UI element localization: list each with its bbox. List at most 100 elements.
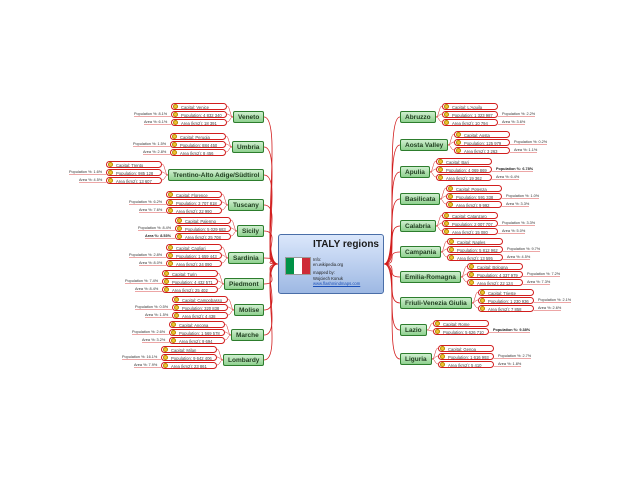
pill-text: Area (km2): 18 391 (181, 120, 217, 126)
info-pill: Capital: Trieste (478, 288, 534, 296)
stat-label: Population %: 2.2% (502, 111, 536, 116)
info-icon (438, 159, 443, 164)
stat-label: Area %: 4.5% (79, 177, 103, 182)
info-pill: Capital: Palermo (175, 216, 231, 224)
info-pill: Capital: Bologna (467, 262, 523, 270)
info-icon (449, 247, 454, 252)
pill-text: Capital: Genoa (448, 346, 476, 352)
info-pill: Area (km2): 15 080 (442, 227, 498, 235)
pill-text: Capital: Trento (116, 162, 144, 168)
info-pill: Area (km2): 24 090 (166, 259, 222, 267)
info-icon (174, 305, 179, 310)
info-icon (108, 178, 113, 183)
stat-label: Population %: 6.78% (496, 166, 534, 171)
pill-connector (431, 358, 439, 365)
pill-connector (429, 171, 437, 178)
region-node-friuli-venezia-giulia[interactable]: Friuli-Venezia Giulia (400, 297, 472, 309)
pill-connector (217, 283, 225, 290)
info-icon (440, 362, 445, 367)
info-pill: Area (km2): 10 794 (442, 118, 498, 126)
info-icon (480, 290, 485, 295)
stat-label: Population %: 2.6% (132, 329, 166, 334)
region-node-molise[interactable]: Molise (234, 304, 265, 316)
info-pill: Capital: Genoa (438, 344, 494, 352)
pill-text: Capital: L'Aquila (452, 104, 483, 110)
pill-text: Area (km2): 3 263 (464, 148, 498, 154)
info-pill: Area (km2): 18 391 (171, 118, 227, 126)
stat-label: Population %: 16.1% (122, 354, 158, 359)
region-node-abruzzo[interactable]: Abruzzo (400, 111, 436, 123)
stat-label: Population %: 7.4% (125, 278, 159, 283)
pill-text: Area (km2): 22 990 (176, 208, 212, 214)
region-node-emilia-romagna[interactable]: Emilia-Romagna (400, 271, 461, 283)
branch-line (383, 225, 401, 265)
info-icon (444, 120, 449, 125)
central-title: ITALY regions (313, 239, 379, 250)
info-icon (456, 132, 461, 137)
region-node-lazio[interactable]: Lazio (400, 324, 427, 336)
info-icon (177, 234, 182, 239)
info-icon (163, 363, 168, 368)
pill-text: Population: 125 979 (464, 140, 502, 146)
info-pill: Capital: Naples (447, 237, 503, 245)
flag-red-stripe (302, 258, 310, 274)
pill-connector (471, 302, 479, 309)
region-node-piedmont[interactable]: Piedmont (224, 278, 264, 290)
info-icon (168, 192, 173, 197)
region-node-umbria[interactable]: Umbria (232, 141, 265, 153)
pill-text: Area (km2): 24 090 (176, 261, 212, 267)
pill-text: Area (km2): 9 992 (456, 202, 490, 208)
stat-label: Area %: 1.1% (514, 147, 538, 152)
pill-text: Population: 1 323 987 (452, 112, 493, 118)
info-icon (168, 253, 173, 258)
info-icon (108, 170, 113, 175)
info-pill: Area (km2): 25 402 (162, 285, 218, 293)
region-node-aosta-valley[interactable]: Aosta Valley (400, 139, 449, 151)
region-node-sardinia[interactable]: Sardinia (228, 252, 264, 264)
info-icon (108, 162, 113, 167)
info-pill: Capital: Perugia (170, 132, 226, 140)
region-node-apulia[interactable]: Apulia (400, 166, 430, 178)
stat-label: Population %: 2.8% (129, 252, 163, 257)
pill-connector (221, 257, 229, 264)
pill-text: Area (km2): 22 124 (477, 280, 513, 286)
branch-line (263, 230, 279, 265)
region-node-veneto[interactable]: Veneto (233, 111, 265, 123)
stat-label: Area %: 3.6% (502, 119, 526, 124)
region-node-lombardy[interactable]: Lombardy (223, 354, 265, 366)
info-icon (438, 175, 443, 180)
info-pill: Area (km2): 22 124 (467, 278, 523, 286)
central-node[interactable]: ITALY regions Info: en.wikipedia.org map… (278, 234, 384, 294)
info-icon (456, 140, 461, 145)
region-node-trentino-alto-adige-s-dtirol[interactable]: Trentino-Alto Adige/Südtirol (168, 169, 265, 181)
region-node-sicily[interactable]: Sicily (237, 225, 264, 237)
pill-connector (224, 334, 232, 341)
info-icon (444, 221, 449, 226)
branch-line (263, 263, 279, 311)
pill-connector (230, 230, 238, 237)
info-pill: Area (km2): 25 708 (175, 232, 231, 240)
region-node-marche[interactable]: Marche (231, 329, 264, 341)
pill-text: Population: 884 450 (180, 142, 218, 148)
author-link[interactable]: www.flashmindmaps.com (313, 280, 361, 286)
info-pill: Capital: Catanzaro (442, 211, 498, 219)
info-icon (444, 112, 449, 117)
info-icon (448, 202, 453, 207)
info-icon (435, 329, 440, 334)
info-icon (174, 313, 179, 318)
info-icon (173, 112, 178, 117)
pill-text: Capital: Potenza (456, 186, 487, 192)
pill-connector (435, 116, 443, 123)
stat-label: Population %: 7.2% (527, 271, 561, 276)
stat-label: Area %: 8.0% (139, 260, 163, 265)
info-url: en.wikipedia.org (313, 262, 344, 268)
info-pill: Population: 5 029 683 (175, 224, 231, 232)
info-icon (440, 346, 445, 351)
region-node-liguria[interactable]: Liguria (400, 353, 432, 365)
info-icon (174, 297, 179, 302)
region-node-basilicata[interactable]: Basilicata (400, 193, 441, 205)
region-node-tuscany[interactable]: Tuscany (228, 199, 264, 211)
region-node-calabria[interactable]: Calabria (400, 220, 436, 232)
pill-text: Capital: Bari (446, 159, 469, 165)
region-node-campania[interactable]: Campania (400, 246, 442, 258)
